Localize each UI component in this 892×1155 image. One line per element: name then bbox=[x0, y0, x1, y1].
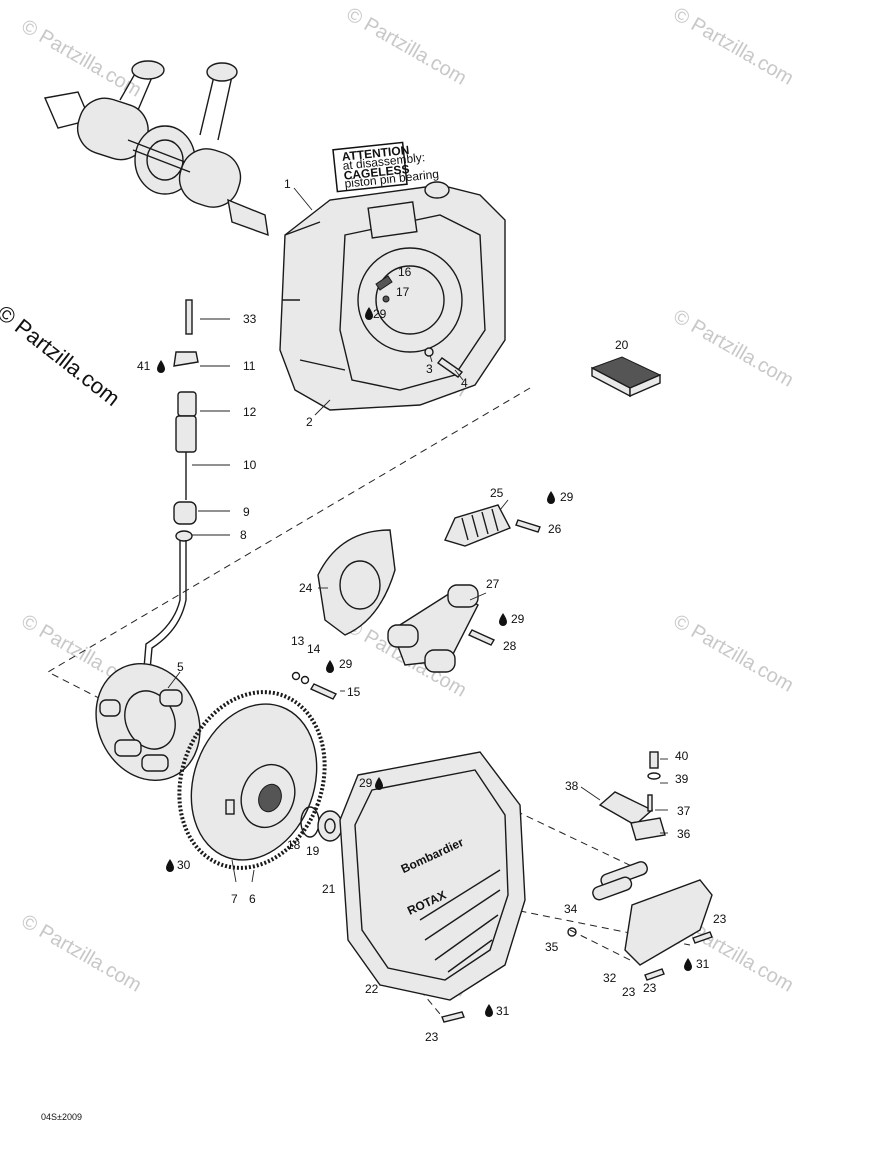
callout-39: 39 bbox=[675, 772, 689, 786]
callout-15: 15 bbox=[347, 685, 361, 699]
callout-29: 29 bbox=[339, 657, 353, 671]
drop-icon bbox=[684, 958, 692, 971]
leader-line bbox=[499, 499, 509, 511]
callout-29: 29 bbox=[359, 776, 373, 790]
attention-label-line: CAGELESS bbox=[343, 162, 410, 183]
callout-34: 34 bbox=[564, 902, 578, 916]
callout-23: 23 bbox=[425, 1030, 439, 1044]
callout-8: 8 bbox=[240, 528, 247, 542]
crankshaft bbox=[44, 60, 269, 237]
drop-icon bbox=[375, 777, 383, 790]
callout-2: 2 bbox=[306, 415, 313, 429]
callout-23: 23 bbox=[622, 985, 636, 999]
callout-22: 22 bbox=[365, 982, 379, 996]
watermark: © Partzilla.com bbox=[670, 3, 798, 89]
watermark: © Partzilla.com bbox=[18, 910, 146, 996]
callout-9: 9 bbox=[243, 505, 250, 519]
callout-18: 18 bbox=[287, 838, 301, 852]
watermark: © Partzilla.com bbox=[670, 305, 798, 391]
plate-24 bbox=[317, 529, 396, 636]
callout-13: 13 bbox=[291, 634, 305, 648]
callout-5: 5 bbox=[177, 660, 184, 674]
magneto-cover: Bombardier ROTAX bbox=[339, 751, 526, 1001]
callout-33: 33 bbox=[243, 312, 257, 326]
leader-line bbox=[469, 592, 487, 601]
callout-10: 10 bbox=[243, 458, 257, 472]
attention-label: ATTENTION at disassembly: CAGELESS pisto… bbox=[332, 141, 440, 193]
drop-icon bbox=[326, 660, 334, 673]
callout-24: 24 bbox=[299, 581, 313, 595]
stator bbox=[95, 662, 201, 782]
callout-29: 29 bbox=[511, 612, 525, 626]
callout-14: 14 bbox=[307, 642, 321, 656]
callout-11: 11 bbox=[243, 359, 256, 373]
callout-3: 3 bbox=[426, 362, 433, 376]
bracket-32 bbox=[441, 861, 713, 1023]
callout-23: 23 bbox=[643, 981, 657, 995]
flywheel-hardware bbox=[291, 671, 343, 842]
drop-icon bbox=[485, 1004, 493, 1017]
callout-20: 20 bbox=[615, 338, 629, 352]
callout-31: 31 bbox=[696, 957, 710, 971]
pad-20 bbox=[590, 356, 662, 398]
leader-line bbox=[314, 399, 331, 416]
leader-line bbox=[231, 859, 237, 883]
leader-line bbox=[429, 354, 433, 363]
callout-21: 21 bbox=[322, 882, 336, 896]
callout-19: 19 bbox=[306, 844, 320, 858]
drop-icon bbox=[499, 613, 507, 626]
coil-25 bbox=[444, 504, 541, 547]
callout-12: 12 bbox=[243, 405, 257, 419]
callout-41: 41 bbox=[137, 359, 151, 373]
leader-line bbox=[167, 671, 181, 689]
callout-17: 17 bbox=[396, 285, 410, 299]
assembly-dashed-line bbox=[46, 387, 531, 771]
callout-28: 28 bbox=[503, 639, 517, 653]
crankcase-housing bbox=[279, 181, 506, 411]
callout-31: 31 bbox=[496, 1004, 510, 1018]
callout-23: 23 bbox=[713, 912, 727, 926]
callout-36: 36 bbox=[677, 827, 691, 841]
callout-1: 1 bbox=[284, 177, 291, 191]
callout-30: 30 bbox=[177, 858, 191, 872]
coil-27 bbox=[387, 584, 496, 673]
callout-25: 25 bbox=[490, 486, 504, 500]
callout-37: 37 bbox=[677, 804, 691, 818]
callout-7: 7 bbox=[231, 892, 238, 906]
leader-line bbox=[293, 187, 313, 211]
leader-line bbox=[454, 369, 464, 381]
leader-line bbox=[580, 786, 601, 801]
flywheel bbox=[177, 690, 327, 870]
drop-icon bbox=[365, 307, 373, 320]
callout-6: 6 bbox=[249, 892, 256, 906]
callout-35: 35 bbox=[545, 940, 559, 954]
callout-numbers: 1 2 3 4 5 6 7 8 9 10 11 12 13 14 15 16 1… bbox=[137, 177, 727, 1044]
callout-38: 38 bbox=[565, 779, 579, 793]
housing-hardware bbox=[375, 275, 464, 378]
sensor-cable-assembly bbox=[143, 299, 199, 671]
callout-29: 29 bbox=[560, 490, 574, 504]
callout-26: 26 bbox=[548, 522, 562, 536]
drop-icon bbox=[157, 360, 165, 373]
callout-40: 40 bbox=[675, 749, 689, 763]
callout-4: 4 bbox=[461, 376, 468, 390]
drop-icon bbox=[166, 859, 174, 872]
leader-lines bbox=[167, 187, 668, 883]
leader-line bbox=[251, 869, 255, 883]
cover-bracket-hardware bbox=[598, 751, 666, 841]
callout-32: 32 bbox=[603, 971, 617, 985]
callout-29: 29 bbox=[373, 307, 387, 321]
drop-symbols bbox=[157, 307, 692, 1017]
drop-icon bbox=[547, 491, 555, 504]
footer-code: 04S±2009 bbox=[41, 1112, 82, 1122]
callout-27: 27 bbox=[486, 577, 500, 591]
watermark: © Partzilla.com bbox=[343, 3, 471, 89]
callout-16: 16 bbox=[398, 265, 412, 279]
watermark: © Partzilla.com bbox=[670, 610, 798, 696]
assembly-dashed-line bbox=[569, 929, 631, 961]
